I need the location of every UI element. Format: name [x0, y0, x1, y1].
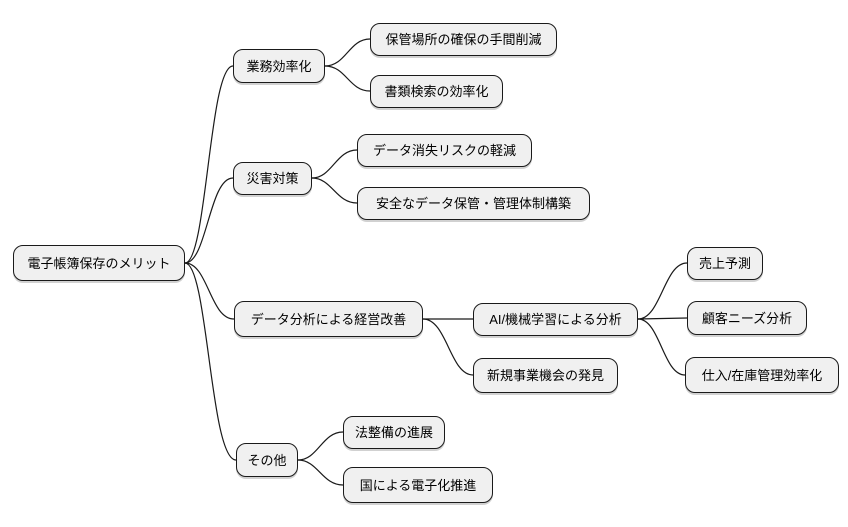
mindmap-node-shinki-jigyo: 新規事業機会の発見 — [473, 358, 618, 393]
mindmap-node-data-bunseki: データ分析による経営改善 — [234, 301, 423, 337]
edge-ai-to-uriage-yosoku — [637, 262, 688, 320]
edge-root-to-saigai-taisaku — [184, 177, 234, 264]
edge-ai-to-shiire-zaiko — [637, 318, 686, 376]
edge-root-to-sonota — [184, 262, 237, 461]
mindmap-node-sonota: その他 — [236, 443, 298, 477]
mindmap-node-gyomu-koritsuka: 業務効率化 — [233, 49, 325, 83]
mindmap-node-kokyaku-needs: 顧客ニーズ分析 — [687, 301, 807, 335]
mindmap-node-anzen-hokan: 安全なデータ保管・管理体制構築 — [357, 187, 590, 220]
mindmap-node-data-soshitsu: データ消失リスクの軽減 — [357, 134, 532, 167]
mindmap-node-shiire-zaiko: 仕入/在庫管理効率化 — [685, 357, 839, 393]
mindmap-node-shorui-kensaku: 書類検索の効率化 — [370, 75, 503, 108]
edge-root-to-data-bunseki — [184, 262, 235, 320]
mindmap-node-kuni-denshika: 国による電子化推進 — [343, 467, 493, 503]
edge-sonota-to-kuni-denshika — [297, 459, 344, 486]
edge-root-to-gyomu-koritsuka — [184, 65, 234, 264]
edge-saigai-to-anzen-hokan — [311, 177, 358, 204]
edge-saigai-to-data-soshitsu — [311, 149, 358, 179]
mindmap-node-uriage-yosoku: 売上予測 — [687, 247, 763, 280]
edge-sonota-to-ho-seibi — [297, 431, 344, 461]
edge-ai-to-kokyaku-needs — [637, 317, 688, 320]
mindmap-node-ai-bunseki: AI/機械学習による分析 — [473, 303, 638, 336]
edge-gyomu-to-shorui-kensaku — [324, 65, 371, 92]
edge-bunseki-to-shinki-jigyo — [422, 318, 474, 376]
mindmap-node-saigai-taisaku: 災害対策 — [233, 162, 312, 195]
edge-gyomu-to-hokan-basho — [324, 38, 371, 67]
mindmap-node-hokan-basho: 保管場所の確保の手間削減 — [370, 23, 557, 56]
mindmap-node-root: 電子帳簿保存のメリット — [13, 245, 185, 281]
mindmap-node-ho-seibi: 法整備の進展 — [343, 416, 445, 449]
